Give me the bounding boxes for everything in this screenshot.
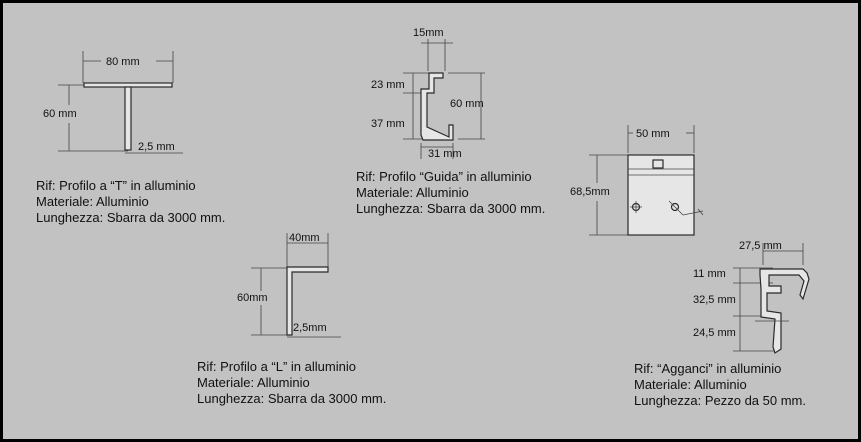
dim-agganci-lower: 24,5 mm: [693, 327, 736, 339]
dim-guida-lower: 37 mm: [371, 118, 405, 130]
dim-t-width: 80 mm: [106, 56, 140, 68]
caption-materiale: Materiale: Alluminio: [36, 194, 149, 209]
dim-t-thickness: 2,5 mm: [138, 141, 175, 153]
caption-rif: Rif: Profilo “Guida” in alluminio: [356, 169, 532, 184]
caption-rif: Rif: Profilo a “L” in alluminio: [197, 359, 356, 374]
dim-agganci-width: 50 mm: [636, 128, 670, 140]
dim-l-thickness: 2,5mm: [293, 322, 327, 334]
caption-profile-agganci: Rif: “Agganci” in alluminio Materiale: A…: [634, 361, 806, 409]
caption-rif: Rif: “Agganci” in alluminio: [634, 361, 782, 376]
dim-agganci-height: 68,5mm: [570, 186, 610, 198]
dim-guida-base: 31 mm: [428, 148, 462, 160]
caption-materiale: Materiale: Alluminio: [197, 375, 310, 390]
dim-t-height: 60 mm: [43, 108, 77, 120]
profile-guida-drawing: 15mm 23 mm 37 mm 60 mm 31 mm: [371, 27, 485, 160]
caption-profile-l: Rif: Profilo a “L” in alluminio Material…: [197, 359, 386, 407]
dim-guida-height: 60 mm: [450, 98, 484, 110]
dim-agganci-top: 27,5 mm: [739, 240, 782, 252]
dim-guida-top: 15mm: [413, 27, 444, 39]
profile-l-drawing: 40mm 60mm 2,5mm: [237, 232, 341, 338]
caption-lunghezza: Lunghezza: Sbarra da 3000 mm.: [197, 391, 387, 406]
dim-guida-upper: 23 mm: [371, 79, 405, 91]
caption-materiale: Materiale: Alluminio: [634, 377, 747, 392]
caption-profile-guida: Rif: Profilo “Guida” in alluminio Materi…: [356, 169, 545, 217]
profile-agganci-front-drawing: 50 mm 68,5mm: [570, 125, 704, 236]
caption-rif: Rif: Profilo a “T” in alluminio: [36, 178, 196, 193]
caption-lunghezza: Lunghezza: Pezzo da 50 mm.: [634, 393, 806, 408]
profile-t-drawing: 80 mm 60 mm 2,5 mm: [43, 51, 183, 154]
caption-materiale: Materiale: Alluminio: [356, 185, 469, 200]
dim-agganci-middle: 32,5 mm: [693, 294, 736, 306]
caption-lunghezza: Lunghezza: Sbarra da 3000 mm.: [356, 201, 546, 216]
drawing-sheet: 80 mm 60 mm 2,5 mm 15mm 23 mm 37 mm: [3, 3, 858, 439]
technical-drawings: 80 mm 60 mm 2,5 mm 15mm 23 mm 37 mm: [43, 27, 810, 354]
dim-agganci-upper: 11 mm: [693, 268, 726, 280]
profile-agganci-side-drawing: 27,5 mm 11 mm 32,5 mm 24,5 mm: [693, 240, 810, 354]
caption-lunghezza: Lunghezza: Sbarra da 3000 mm.: [36, 210, 226, 225]
caption-profile-t: Rif: Profilo a “T” in alluminio Material…: [36, 178, 225, 226]
dim-l-height: 60mm: [237, 292, 268, 304]
dim-l-width: 40mm: [289, 232, 320, 244]
